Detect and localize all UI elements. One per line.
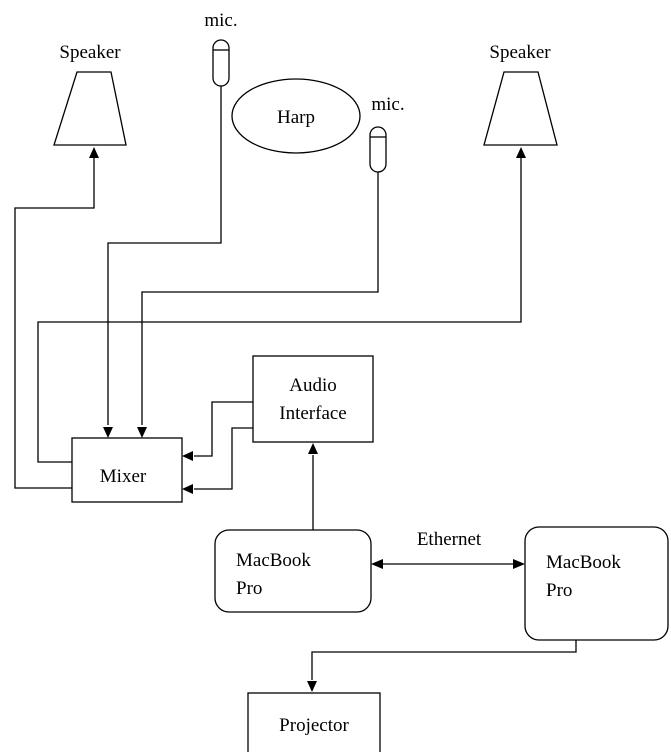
arrowhead-ethernet-right <box>513 559 525 569</box>
arrowhead-audio-interface <box>308 443 318 454</box>
speaker-icon <box>483 71 558 146</box>
speaker-left: Speaker <box>53 42 127 146</box>
connection-wires <box>14 86 577 680</box>
arrowhead-mixer-input-2 <box>182 484 193 494</box>
harp-label: Harp <box>277 107 315 128</box>
arrowhead-right-speaker <box>516 147 526 158</box>
mixer-label: Mixer <box>100 466 147 487</box>
arrowhead-ethernet-left <box>371 559 383 569</box>
arrowhead-left-speaker <box>89 147 99 158</box>
speaker-right: Speaker <box>483 42 558 146</box>
macbook-right-box <box>524 526 669 641</box>
mixer: Mixer <box>71 437 183 503</box>
arrowhead-mixer-right-mic <box>137 427 147 438</box>
mixer-to-right-speaker-wire <box>37 150 522 463</box>
macbook-right-label-line1: MacBook <box>546 552 621 573</box>
arrowhead-mixer-input-1 <box>182 451 193 461</box>
mic-right: mic. <box>369 94 405 173</box>
mixer-box <box>71 437 183 503</box>
audio-interface-label-line1: Audio <box>289 375 337 396</box>
mic-left: mic. <box>204 10 238 87</box>
macbook-right-label-line2: Pro <box>546 580 572 601</box>
projector-box <box>247 692 381 752</box>
right-mic-to-mixer-wire <box>141 172 379 425</box>
macbook-right: MacBook Pro <box>524 526 669 641</box>
projector-label: Projector <box>279 715 349 736</box>
microphone-icon <box>369 126 387 173</box>
speaker-right-label: Speaker <box>489 42 551 63</box>
macbook-left-box <box>214 529 372 613</box>
macbook-left-label-line1: MacBook <box>236 550 311 571</box>
arrowhead-projector <box>307 681 317 692</box>
macbook-to-projector-wire <box>311 640 577 680</box>
macbook-left-label-line2: Pro <box>236 578 262 599</box>
interface-to-mixer-wire-2 <box>194 427 253 490</box>
left-mic-to-mixer-wire <box>107 86 222 425</box>
ethernet-label: Ethernet <box>417 529 482 550</box>
audio-interface-label-line2: Interface <box>279 403 347 424</box>
harp: Harp <box>231 78 361 154</box>
arrowheads <box>89 147 526 692</box>
mic-right-label: mic. <box>371 94 404 115</box>
harp-ellipse <box>231 78 361 154</box>
audio-interface-box <box>252 355 374 443</box>
speaker-left-label: Speaker <box>59 42 121 63</box>
arrowhead-mixer-left-mic <box>103 427 113 438</box>
mic-left-label: mic. <box>204 10 237 31</box>
mixer-to-left-speaker-wire <box>14 150 95 489</box>
speaker-icon <box>53 71 127 146</box>
audio-interface: Audio Interface <box>252 355 374 443</box>
projector: Projector <box>247 692 381 752</box>
microphone-icon <box>212 39 230 87</box>
macbook-left: MacBook Pro <box>214 529 372 613</box>
interface-to-mixer-wire-1 <box>194 401 253 457</box>
